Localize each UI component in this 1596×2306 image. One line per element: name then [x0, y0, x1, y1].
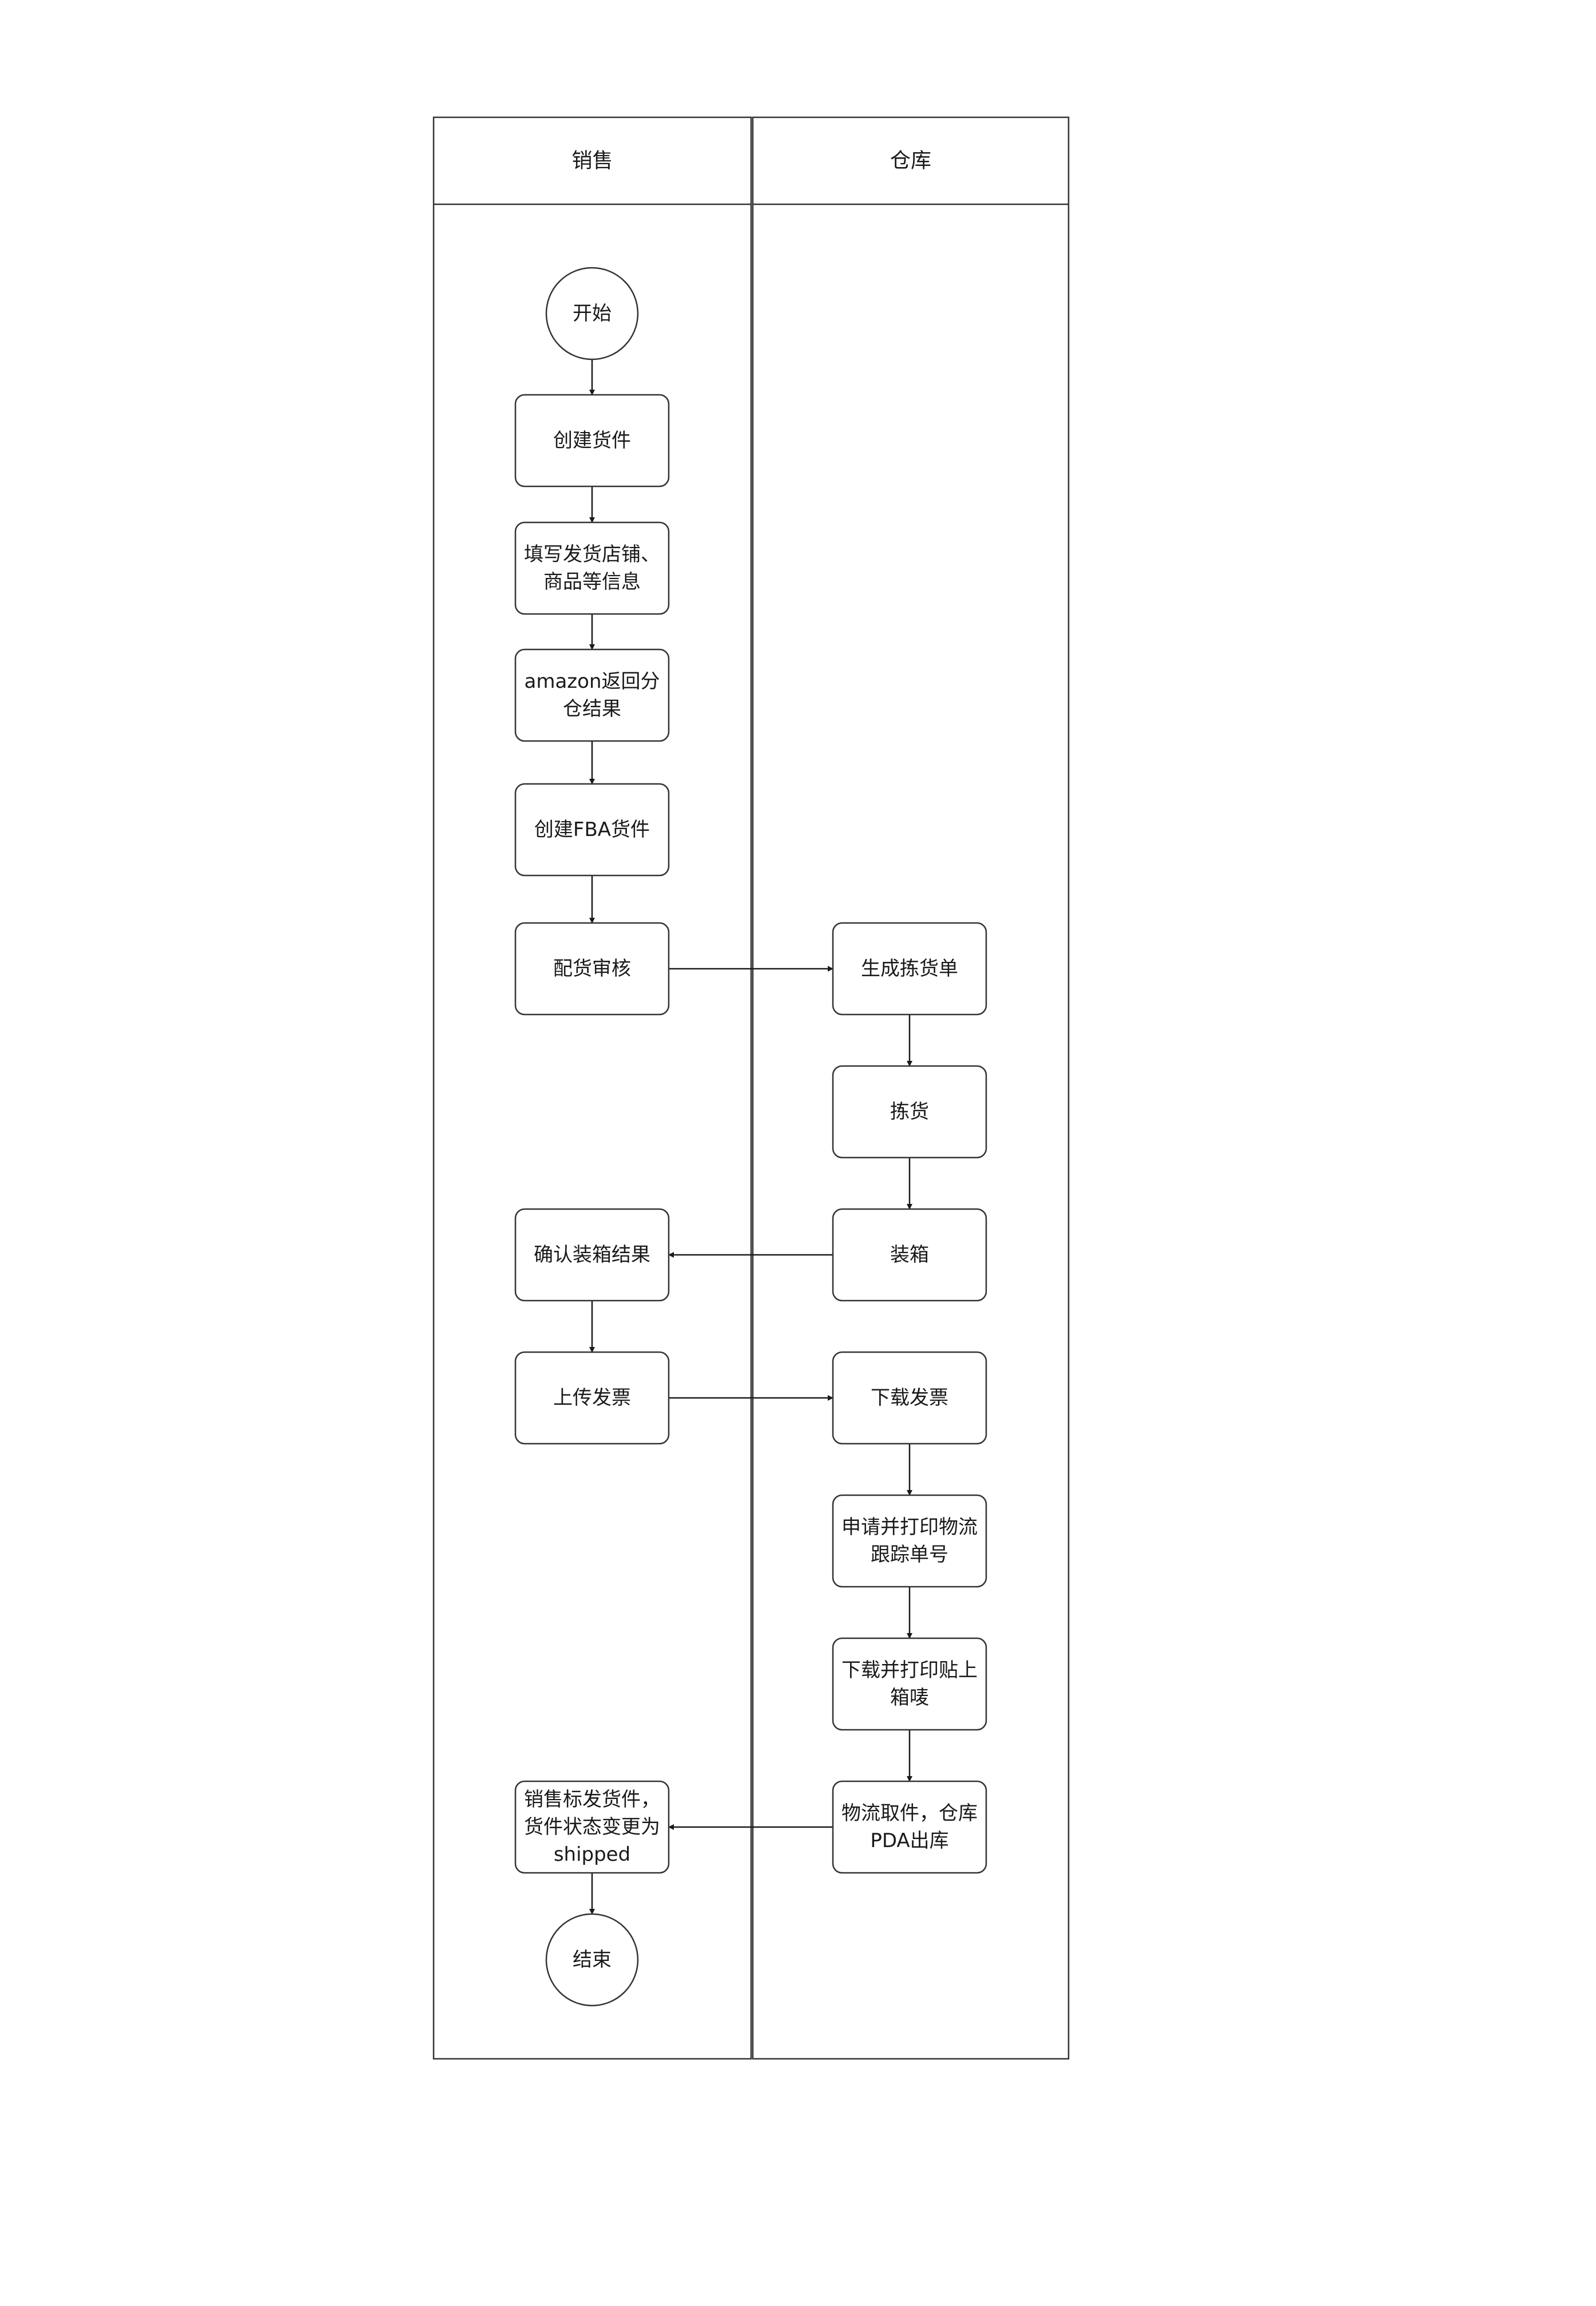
node-shape-box [514, 1780, 670, 1874]
node-label: 创建FBA货件 [534, 818, 650, 841]
node-label: 箱唛 [890, 1686, 929, 1709]
node-download-invoice: 下载发票 [832, 1351, 987, 1445]
node-label: amazon返回分 [525, 670, 660, 693]
node-shape-box [514, 394, 670, 488]
node-logistics-pickup: 物流取件，仓库 PDA出库 [832, 1780, 987, 1874]
node-shape-box [832, 922, 987, 1016]
node-label: 物流取件，仓库 [841, 1802, 978, 1825]
lanes: 销售 仓库 [432, 116, 1070, 2060]
node-create-fba: 创建FBA货件 [514, 783, 670, 877]
node-shape-box [832, 1494, 987, 1588]
node-label: 货件状态变更为 [524, 1816, 660, 1839]
node-start: 开始 [545, 267, 639, 360]
node-label: 销售标发货件， [524, 1788, 660, 1811]
node-shape-box [514, 783, 670, 877]
node-label: 确认装箱结果 [534, 1243, 650, 1266]
node-label: 创建货件 [553, 429, 631, 452]
node-allocation-review: 配货审核 [514, 922, 670, 1016]
node-shape-box [832, 1065, 987, 1159]
node-label: 上传发票 [553, 1386, 631, 1409]
node-generate-picklist: 生成拣货单 [832, 922, 987, 1016]
node-label: 填写发货店铺、 [524, 543, 660, 566]
node-shape-circle [545, 1913, 639, 2007]
node-label: shipped [554, 1843, 630, 1866]
node-shape-box [514, 648, 670, 742]
node-shape-circle [545, 267, 639, 360]
lane-warehouse: 仓库 [752, 116, 1070, 2060]
node-shape-box [832, 1637, 987, 1731]
node-shape-box [514, 521, 670, 615]
node-create-shipment: 创建货件 [514, 394, 670, 488]
lane-border [432, 116, 752, 2060]
node-confirm-packing: 确认装箱结果 [514, 1208, 670, 1302]
edges [589, 359, 912, 1915]
node-end: 结束 [545, 1913, 639, 2007]
node-mark-shipped: 销售标发货件， 货件状态变更为 shipped [514, 1780, 670, 1874]
node-shape-box [514, 1208, 670, 1302]
node-label: 申请并打印物流 [841, 1516, 978, 1539]
node-label: 装箱 [890, 1243, 929, 1266]
node-label: 下载并打印贴上 [841, 1659, 978, 1682]
node-label: PDA出库 [870, 1829, 948, 1852]
node-label: 跟踪单号 [871, 1543, 948, 1566]
node-shape-box [832, 1351, 987, 1445]
lane-title: 仓库 [890, 149, 931, 173]
lane-sales: 销售 [432, 116, 752, 2060]
node-label: 仓结果 [563, 698, 621, 720]
node-upload-invoice: 上传发票 [514, 1351, 670, 1445]
node-label: 商品等信息 [543, 570, 641, 593]
node-picking: 拣货 [832, 1065, 987, 1159]
node-label: 下载发票 [871, 1386, 948, 1409]
node-fill-info: 填写发货店铺、商品等信息 [514, 521, 670, 615]
node-label: 结束 [573, 1948, 612, 1971]
node-shape-box [514, 1351, 670, 1445]
node-shape-box [832, 1780, 987, 1874]
node-label: 拣货 [890, 1100, 929, 1123]
node-label: 开始 [573, 302, 612, 325]
node-shape-box [514, 922, 670, 1016]
node-packing: 装箱 [832, 1208, 987, 1302]
node-label: 配货审核 [553, 957, 631, 980]
node-label: 生成拣货单 [861, 957, 958, 980]
lane-title: 销售 [571, 149, 613, 173]
lane-border [752, 116, 1070, 2060]
node-shape-box [832, 1208, 987, 1302]
